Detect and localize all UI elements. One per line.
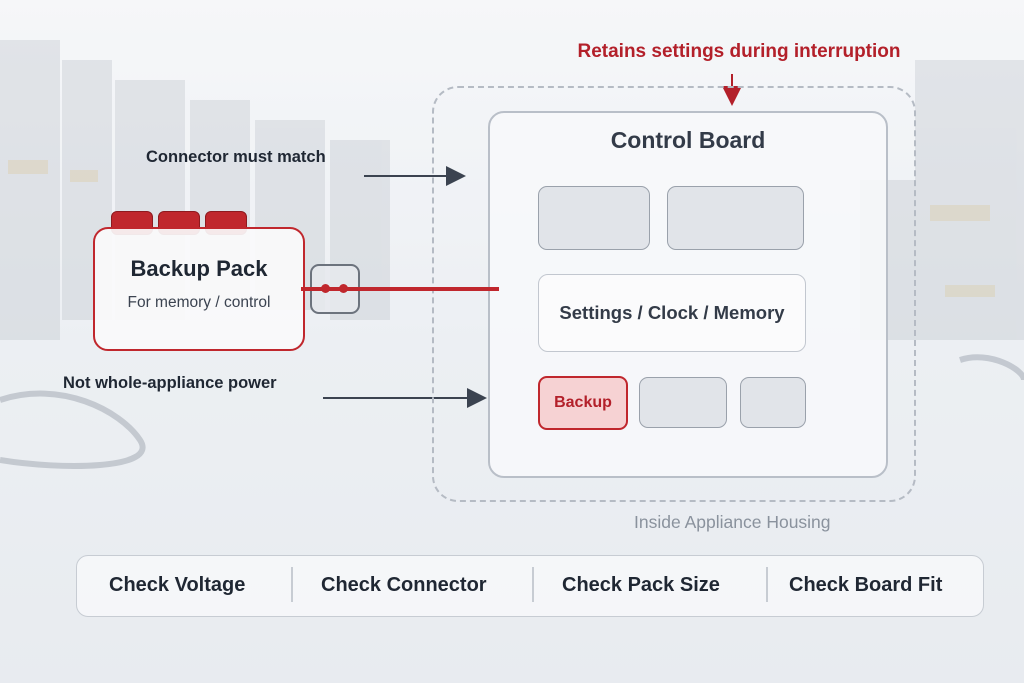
connector-pin-2 [339, 284, 348, 293]
board-component-3 [639, 377, 727, 428]
backup-pack-title: Backup Pack [130, 256, 268, 281]
connector-wire [301, 287, 499, 291]
check-board-fit: Check Board Fit [789, 574, 943, 596]
backup-pack-subtitle: For memory / control [127, 294, 271, 311]
checklist-divider [532, 567, 534, 602]
settings-clock-memory-block: Settings / Clock / Memory [538, 274, 806, 352]
checklist-divider [291, 567, 293, 602]
board-component-4 [740, 377, 806, 428]
control-board-title: Control Board [610, 127, 766, 153]
retains-settings-annotation: Retains settings during interruption [577, 41, 901, 62]
check-voltage: Check Voltage [109, 574, 246, 596]
appliance-housing-boundary [432, 86, 916, 502]
check-connector: Check Connector [321, 574, 487, 596]
board-component-1 [538, 186, 650, 250]
checklist-bar [76, 555, 984, 617]
not-whole-power-annotation: Not whole-appliance power [63, 374, 277, 392]
check-pack-size: Check Pack Size [562, 574, 720, 596]
connector-pin-1 [321, 284, 330, 293]
backup-chip: Backup [538, 376, 628, 430]
checklist-divider [766, 567, 768, 602]
backup-pack [93, 227, 305, 351]
settings-block-label: Settings / Clock / Memory [559, 302, 785, 323]
board-component-2 [667, 186, 804, 250]
backup-chip-label: Backup [554, 394, 612, 411]
connector-match-annotation: Connector must match [146, 148, 326, 166]
housing-label: Inside Appliance Housing [634, 512, 831, 532]
